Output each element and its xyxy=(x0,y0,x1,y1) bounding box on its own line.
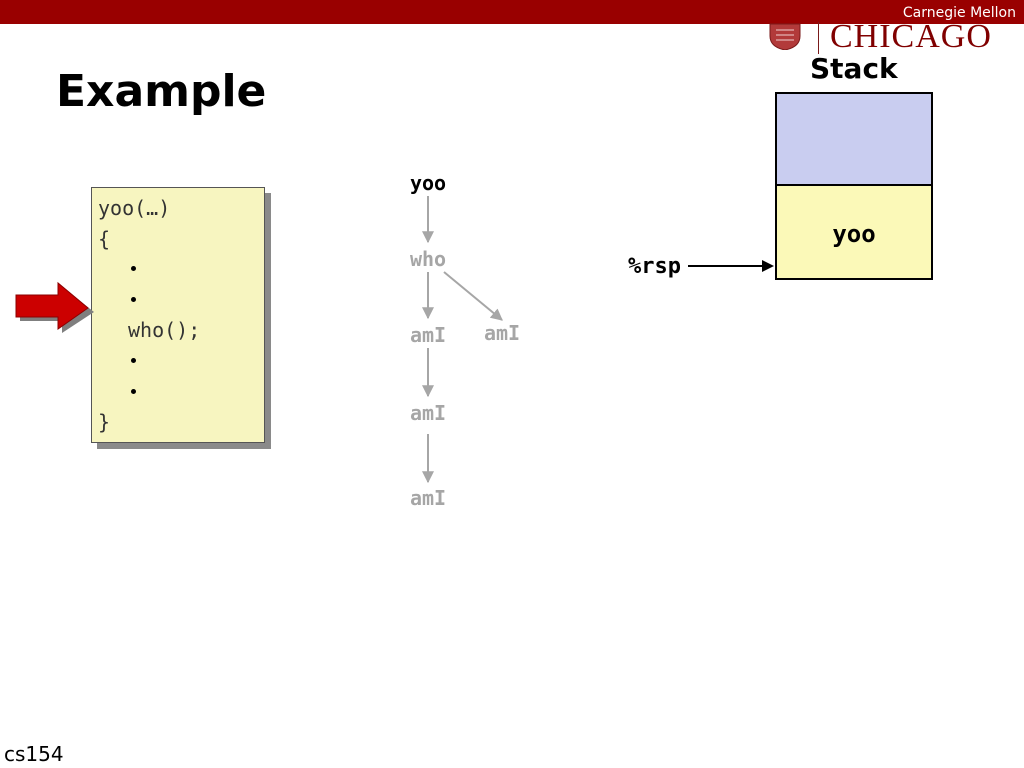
stack-frame-label: yoo xyxy=(832,220,876,248)
logo-divider xyxy=(818,22,819,54)
university-logo: CHICAGO xyxy=(766,18,1024,55)
code-signature: yoo(…) xyxy=(98,196,171,220)
stack-frame-yoo: yoo xyxy=(775,184,933,280)
code-open-brace: { xyxy=(98,227,111,251)
header-bar: Carnegie Mellon xyxy=(0,0,1024,24)
stack-label: Stack xyxy=(810,52,898,85)
code-bullet xyxy=(131,297,136,302)
call-tree-node-yoo: yoo xyxy=(410,171,446,195)
code-box: yoo(…) { who(); } xyxy=(91,187,265,443)
code-bullet xyxy=(131,266,136,271)
logo-wordmark: CHICAGO xyxy=(830,18,992,55)
course-label: cs154 xyxy=(4,742,64,766)
call-tree: yoo who amI amI amI amI xyxy=(410,171,520,510)
call-tree-node-ami-left: amI xyxy=(410,323,446,347)
slide-title: Example xyxy=(56,66,267,117)
code-close-brace: } xyxy=(98,410,111,434)
current-line-arrow-icon xyxy=(15,281,94,333)
call-tree-node-who: who xyxy=(410,247,446,271)
call-tree-node-ami-level4: amI xyxy=(410,486,446,510)
university-seal-icon xyxy=(769,23,801,50)
code-bullet xyxy=(131,389,136,394)
institution-name: Carnegie Mellon xyxy=(902,5,1016,21)
call-tree-node-ami-level3: amI xyxy=(410,401,446,425)
stack-pointer-label: %rsp xyxy=(628,254,681,279)
call-tree-node-ami-right: amI xyxy=(484,321,520,345)
code-bullet xyxy=(131,358,136,363)
stack-frame-caller xyxy=(775,92,933,186)
code-call-who: who(); xyxy=(128,318,201,342)
stack-pointer-arrow-icon xyxy=(688,260,774,272)
call-tree-edge xyxy=(443,271,503,321)
